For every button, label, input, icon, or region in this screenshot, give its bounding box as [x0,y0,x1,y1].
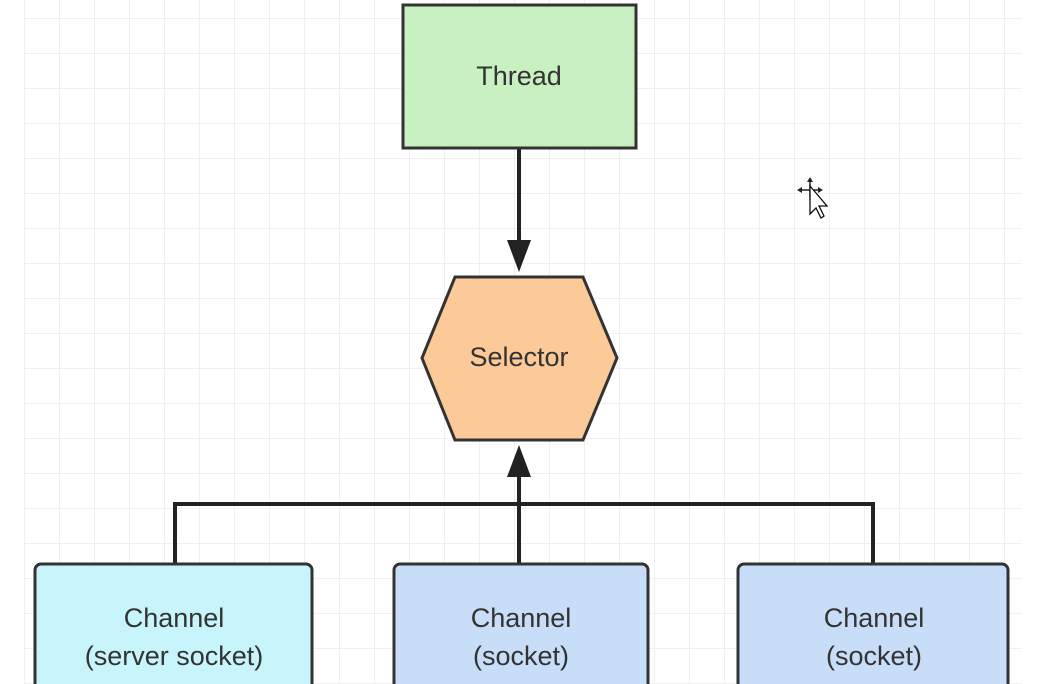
edge-channels-to-selector [173,445,875,565]
node-thread-shape [401,3,638,150]
node-selector-shape [420,275,619,442]
move-cursor-icon [797,177,829,219]
node-thread-label: Thread [476,61,562,91]
node-thread[interactable]: Thread [401,3,638,150]
node-channel-socket-2-label-line2: (socket) [826,641,922,671]
node-selector[interactable]: Selector [420,275,619,442]
arrowhead-up-icon [507,445,531,477]
node-channel-server-socket[interactable]: Channel (server socket) [33,562,314,684]
arrowhead-down-icon [507,240,531,272]
node-channel-socket-2-label-line1: Channel [824,603,925,633]
node-channel-server-label-line2: (server socket) [85,641,264,671]
node-channel-server-label-line1: Channel [124,603,225,633]
node-channel-socket-2-shape [736,562,1010,684]
node-channel-socket-2[interactable]: Channel (socket) [736,562,1010,684]
node-selector-label: Selector [469,342,568,372]
node-channel-socket-1[interactable]: Channel (socket) [392,562,650,684]
node-channel-server-shape [33,562,314,684]
edge-thread-to-selector [507,148,531,272]
node-channel-socket-1-shape [392,562,650,684]
node-channel-socket-1-label-line2: (socket) [473,641,569,671]
node-channel-socket-1-label-line1: Channel [471,603,572,633]
